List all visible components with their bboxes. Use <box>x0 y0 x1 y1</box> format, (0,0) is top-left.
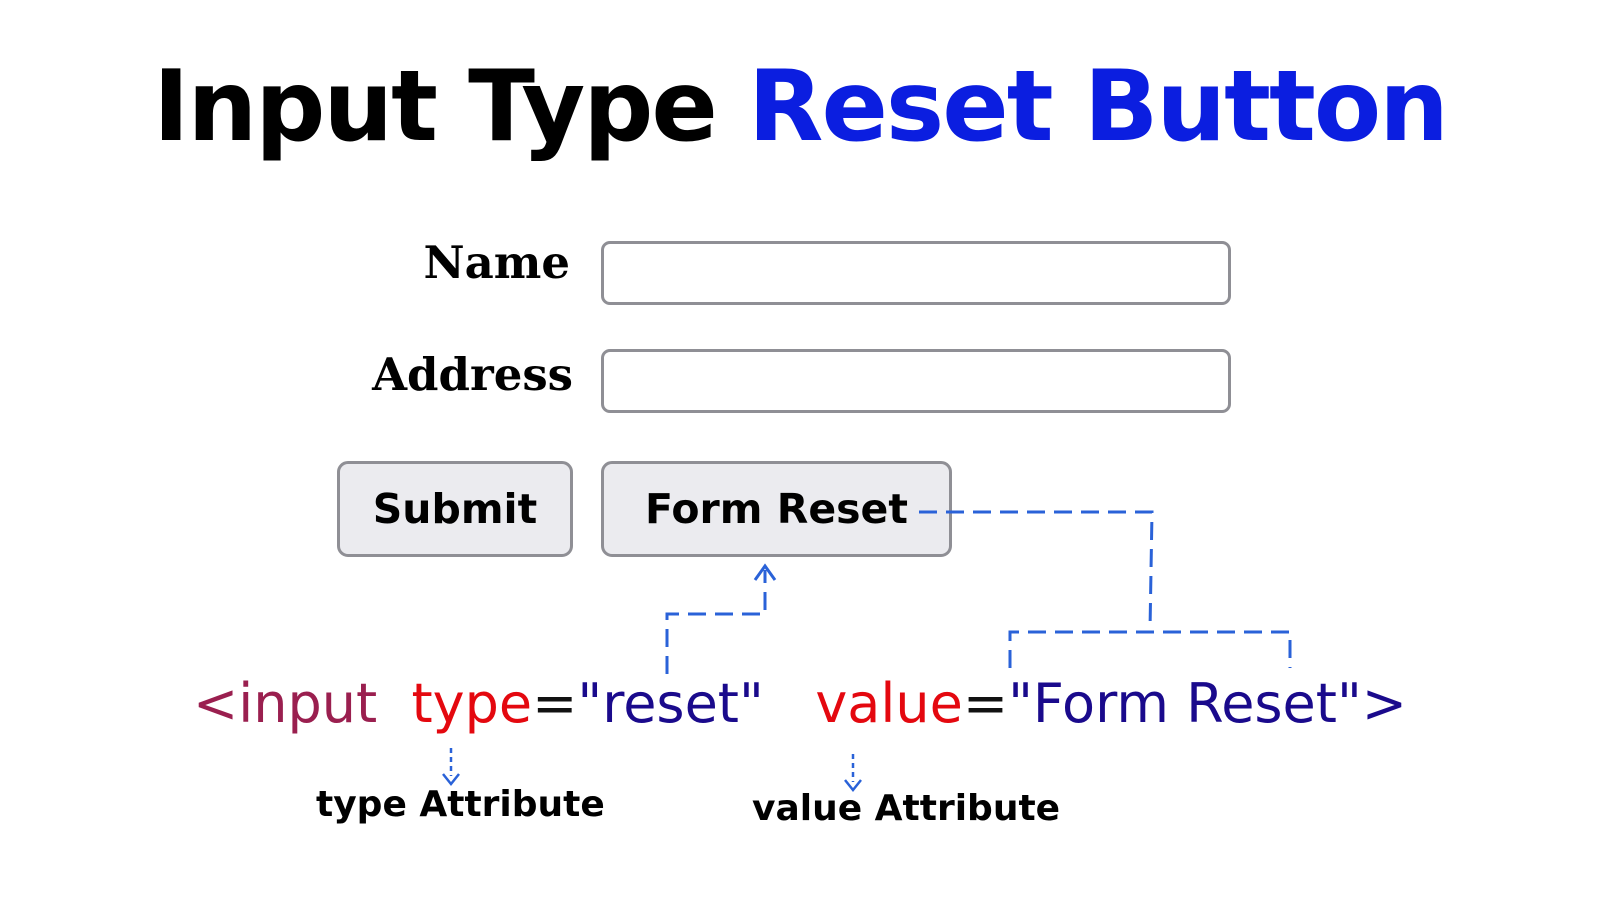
arrow-up-icon <box>753 563 777 581</box>
code-value-attr: value <box>815 672 963 735</box>
code-snippet: <input type="reset" value="Form Reset"> <box>0 672 1600 735</box>
arrow-down-icon <box>844 779 862 793</box>
code-equals: = <box>962 672 1009 735</box>
code-tag-open: <input <box>192 672 378 735</box>
page-title: Input Type Reset Button <box>0 50 1600 164</box>
code-value-value: "Form Reset" <box>1008 672 1362 735</box>
address-label: Address <box>372 348 573 401</box>
value-bracket <box>1008 630 1292 668</box>
reset-to-value-connector <box>919 510 1154 631</box>
name-label: Name <box>423 236 570 289</box>
form-reset-button[interactable]: Form Reset <box>601 461 952 557</box>
type-to-button-connector <box>665 570 767 674</box>
code-type-value: "reset" <box>577 672 764 735</box>
arrow-down-icon <box>442 773 460 787</box>
code-equals: = <box>532 672 578 735</box>
submit-button[interactable]: Submit <box>337 461 573 557</box>
code-type-attr: type <box>411 672 533 735</box>
address-input[interactable] <box>601 349 1231 413</box>
name-input[interactable] <box>601 241 1231 305</box>
code-tag-close: > <box>1361 672 1408 735</box>
title-part-1: Input Type <box>153 50 718 164</box>
value-attribute-caption: value Attribute <box>752 788 1061 829</box>
type-attribute-caption: type Attribute <box>316 784 605 825</box>
title-part-2: Reset Button <box>748 50 1449 164</box>
